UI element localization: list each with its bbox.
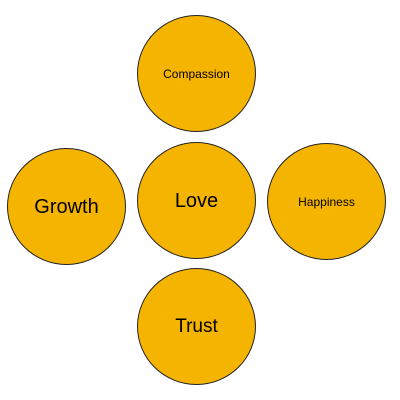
growth-label: Growth [34,195,99,218]
compassion-circle: Compassion [137,15,256,132]
love-label: Love [174,189,219,212]
happiness-circle: Happiness [267,143,386,260]
love-circle: Love [137,142,256,259]
growth-circle: Growth [7,148,126,265]
happiness-label: Happiness [298,194,355,209]
trust-label: Trust [175,316,218,337]
compassion-label: Compassion [163,66,230,81]
trust-circle: Trust [137,268,256,385]
